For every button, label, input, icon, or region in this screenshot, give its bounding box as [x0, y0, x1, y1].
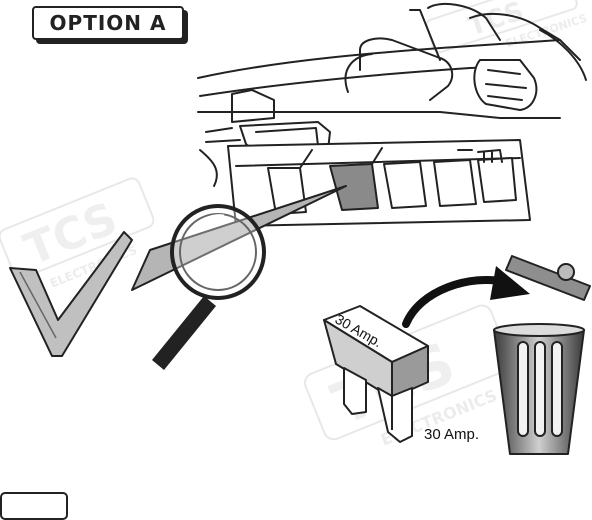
- next-option-label-box: [0, 492, 68, 520]
- option-a-label: OPTION A: [32, 6, 184, 40]
- fuse-amp-caption: 30 Amp.: [424, 426, 479, 443]
- curved-arrow-icon: [406, 266, 530, 324]
